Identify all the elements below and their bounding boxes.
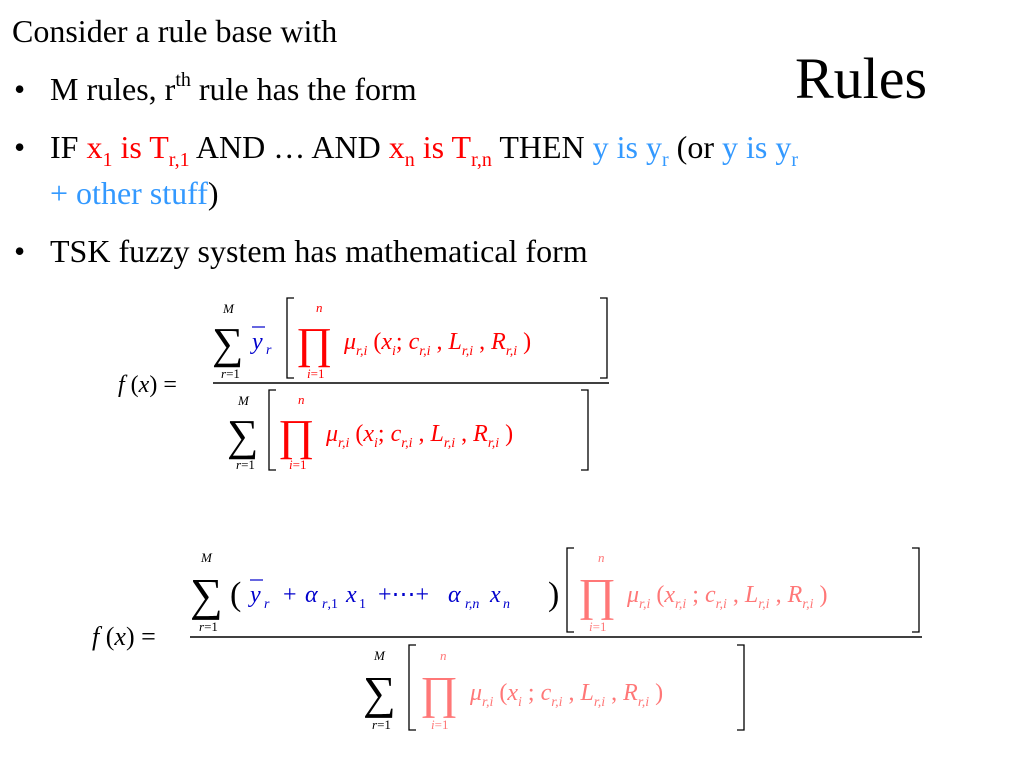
bullet2-then: THEN (491, 129, 593, 165)
svg-text:n: n (316, 300, 323, 315)
svg-text:μr,i (xr,i ; cr,i , Lr,i , Rr,: μr,i (xr,i ; cr,i , Lr,i , Rr,i ) (626, 582, 828, 612)
eq1-den-sum-icon: ∑ (227, 411, 258, 460)
bullet2-is-tn: is T (414, 129, 472, 165)
svg-text:i=1: i=1 (307, 366, 324, 381)
svg-text:r=1: r=1 (199, 619, 218, 634)
eq1-numerator: M ∑ r=1 y r n ∏ i=1 μr,i (xi; cr,i , Lr,… (212, 297, 608, 381)
svg-text:α: α (448, 582, 461, 608)
svg-text:y: y (250, 329, 263, 355)
bullet1-pre: M rules, r (50, 71, 176, 107)
bullet2-continuation: + other stuff) (50, 174, 219, 212)
svg-text:i=1: i=1 (589, 619, 606, 634)
intro-text: Consider a rule base with (12, 13, 338, 49)
svg-text:1: 1 (359, 597, 366, 612)
svg-text:+: + (283, 582, 297, 608)
bullet2-yr-sub: r (662, 149, 669, 171)
svg-text:r=1: r=1 (221, 366, 240, 381)
bullet2-xn: x (388, 129, 405, 165)
svg-text:): ) (548, 576, 559, 613)
bullet2-y-is-yr: y is y (592, 129, 662, 165)
svg-text:n: n (598, 550, 605, 565)
bullet2-if: IF (50, 129, 87, 165)
svg-text:x: x (489, 582, 501, 608)
eq1-num-sum-icon: ∑ (212, 319, 243, 368)
svg-text:μr,i (xi ; cr,i , Lr,i , Rr,i: μr,i (xi ; cr,i , Lr,i , Rr,i ) (469, 680, 663, 710)
eq2-denominator: M ∑ r=1 n ∏ i=1 μr,i (xi ; cr,i , Lr,i ,… (363, 644, 745, 732)
slide-title: Rules (795, 46, 928, 111)
svg-text:n: n (440, 648, 447, 663)
bullet2-close: ) (207, 175, 219, 211)
bullet2-tn-sub: r,n (471, 149, 492, 171)
eq1-denominator: M ∑ r=1 n ∏ i=1 μr,i (xi; cr,i , Lr,i , … (227, 389, 589, 472)
eq2-den-sum-icon: ∑ (363, 667, 396, 718)
bullet2-x1: x (86, 129, 103, 165)
eq2-num-sum-icon: ∑ (190, 569, 223, 620)
svg-text:r,1: r,1 (322, 597, 338, 612)
svg-text:+⋯+: +⋯+ (378, 582, 429, 608)
svg-text:μr,i (xi; cr,i , Lr,i , Rr,i ): μr,i (xi; cr,i , Lr,i , Rr,i ) (343, 329, 531, 359)
svg-text:i=1: i=1 (431, 717, 448, 732)
svg-text:M: M (373, 648, 386, 663)
bullet2-yr2-sub: r (791, 149, 798, 171)
svg-text:i=1: i=1 (289, 457, 306, 472)
bullet2-t1-sub: r,1 (168, 149, 190, 171)
svg-text:r: r (266, 343, 272, 358)
equation-2: f (x) = M ∑ r=1 ( y r + α r,1 x 1 +⋯+ (92, 547, 922, 732)
eq2-numerator: M ∑ r=1 ( y r + α r,1 x 1 +⋯+ α r,n x (190, 547, 920, 634)
eq2-lhs: f (x) = (92, 622, 156, 651)
bullet-dot: • (14, 71, 26, 107)
svg-text:n: n (298, 392, 305, 407)
svg-text:y: y (248, 582, 261, 608)
eq2-den-prod-icon: ∏ (420, 667, 458, 718)
svg-text:r,n: r,n (465, 597, 479, 612)
eq1-den-prod-icon: ∏ (278, 411, 314, 460)
bullet2-mid: AND … AND (189, 129, 389, 165)
bullet2-y-is-yr2: y is y (721, 129, 792, 165)
svg-text:α: α (305, 582, 318, 608)
svg-text:r=1: r=1 (372, 717, 391, 732)
bullet2-plus-other: + other stuff (50, 175, 208, 211)
bullet-dot: • (14, 233, 26, 269)
bullet3-text: TSK fuzzy system has mathematical form (50, 233, 588, 269)
bullet1-sup: th (175, 69, 191, 91)
equation-1: f (x) = M ∑ r=1 y r n ∏ i=1 μr,i (xi; cr… (118, 297, 609, 472)
svg-text:(: ( (230, 576, 241, 613)
svg-text:n: n (503, 597, 510, 612)
bullet2-is-t1: is T (112, 129, 169, 165)
bullet2-or: (or (668, 129, 722, 165)
svg-text:μr,i (xi; cr,i , Lr,i , Rr,i ): μr,i (xi; cr,i , Lr,i , Rr,i ) (325, 421, 513, 451)
svg-text:r: r (264, 597, 270, 612)
bullet1-post: rule has the form (190, 71, 417, 107)
eq1-num-prod-icon: ∏ (296, 319, 332, 368)
eq1-lhs: f (x) = (118, 372, 177, 398)
svg-text:M: M (222, 301, 235, 316)
svg-text:x: x (345, 582, 357, 608)
bullet-dot: • (14, 129, 26, 165)
svg-text:r=1: r=1 (236, 457, 255, 472)
bullet2-x1-sub: 1 (102, 149, 113, 171)
bullet2-xn-sub: n (404, 149, 415, 171)
eq2-num-prod-icon: ∏ (578, 569, 616, 620)
svg-text:M: M (200, 550, 213, 565)
svg-text:M: M (237, 393, 250, 408)
